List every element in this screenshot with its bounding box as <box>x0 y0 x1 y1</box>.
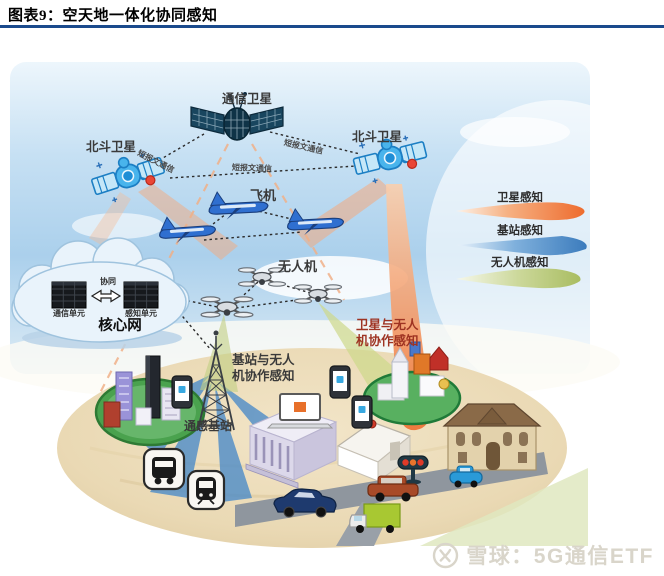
traffic-light-icon <box>397 455 429 485</box>
xueqiu-logo-icon <box>433 542 459 568</box>
sat-drone-annotation-line1: 卫星与无人 <box>356 318 419 332</box>
drone-beams <box>200 302 404 392</box>
sense-unit-label: 感知单元 <box>125 309 157 318</box>
satellite-beams <box>89 178 391 260</box>
metro-icon <box>186 469 226 511</box>
aircraft-label: 飞机 <box>250 188 277 203</box>
comm-satellite-label: 通信卫星 <box>221 92 272 106</box>
watermark: 雪球：5G通信ETF <box>432 540 654 570</box>
legend-beam-satellite <box>456 202 585 221</box>
legend-beam-drone <box>456 268 581 289</box>
smartphone-icon <box>329 365 351 399</box>
drone-label: 无人机 <box>278 259 318 274</box>
comm-unit-label: 通信单元 <box>53 309 85 318</box>
double-arrow-icon <box>90 289 122 303</box>
bs-drone-annotation: 基站与无人 机协作感知 <box>232 353 295 384</box>
sat-drone-annotation: 卫星与无人 机协作感知 <box>356 318 419 349</box>
legend-beam-base-station <box>456 236 587 256</box>
bs-drone-annotation-line2: 机协作感知 <box>232 368 295 383</box>
dotted-network-links <box>155 131 361 351</box>
watermark-text: 雪球：5G通信ETF <box>466 545 654 568</box>
legend-base-station-label: 基站感知 <box>497 225 543 237</box>
base-station-tower-icon <box>197 330 235 431</box>
smartphone-icon <box>171 375 193 409</box>
coordination-label: 协同 <box>100 277 116 286</box>
beidou-right-label: 北斗卫星 <box>352 130 403 144</box>
figure-title: 图表9：空天地一体化协同感知 <box>8 8 218 24</box>
server-rack-icon <box>123 281 159 309</box>
legend-drone-label: 无人机感知 <box>491 257 549 269</box>
base-station-label: 通感基站 <box>184 419 233 433</box>
core-network-label: 核心网 <box>98 318 142 334</box>
smartphone-icon <box>351 395 373 429</box>
server-rack-icon <box>51 281 87 309</box>
beidou-left-label: 北斗卫星 <box>86 140 137 154</box>
sensed-building-cluster-icon <box>362 341 462 426</box>
laptop-icon <box>266 393 334 429</box>
delivery-van-icon <box>349 503 401 533</box>
sat-drone-annotation-line2: 机协作感知 <box>356 333 419 348</box>
sedan-car-icon <box>273 488 337 518</box>
bus-icon <box>142 447 186 491</box>
small-car-icon <box>449 465 483 488</box>
bs-drone-annotation-line1: 基站与无人 <box>232 353 295 367</box>
core-network-cloud <box>11 237 190 349</box>
link-label-cross: 短报文通信 <box>231 163 273 174</box>
mansion-icon <box>442 403 542 471</box>
suv-car-icon <box>367 475 419 502</box>
legend-satellite-label: 卫星感知 <box>497 192 543 204</box>
title-underline <box>0 25 664 28</box>
communication-satellite-icon <box>190 92 284 141</box>
